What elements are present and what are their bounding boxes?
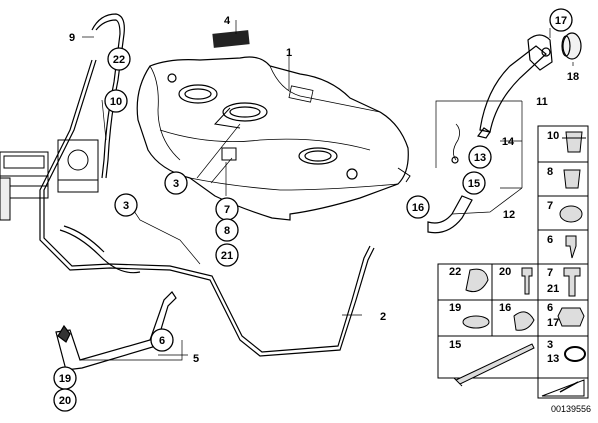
callout-19: 19 — [53, 366, 77, 390]
callout-1: 1 — [286, 47, 292, 59]
cable-tie-part-15 — [453, 343, 535, 387]
callout-label: 16 — [412, 202, 424, 214]
grid-label-8: 8 — [547, 166, 553, 178]
hose-part-16 — [427, 195, 473, 234]
callout-label: 14 — [502, 136, 515, 148]
left-hoses — [39, 13, 375, 357]
callout-label: 12 — [503, 209, 515, 221]
filler-neck — [451, 32, 582, 164]
callout-18: 18 — [567, 71, 579, 83]
callout-5: 5 — [193, 353, 199, 365]
hose-clamp-part-3 — [564, 346, 586, 362]
grid-label-6: 6 — [547, 234, 553, 246]
callout-label: 3 — [173, 178, 179, 190]
clamp-part-22 — [465, 268, 489, 293]
grid-frame — [437, 263, 539, 379]
nut-part-17 — [557, 307, 585, 327]
diagram-id: 00139556 — [551, 404, 591, 414]
clip-part-10 — [562, 131, 586, 153]
callout-label: 15 — [468, 178, 480, 190]
grid-label-21: 21 — [547, 283, 559, 295]
grid-label-7: 7 — [547, 200, 553, 212]
callout-label: 6 — [159, 335, 165, 347]
callout-label: 1 — [286, 47, 292, 59]
grommet-part-8 — [563, 169, 581, 189]
callout-11: 11 — [536, 96, 548, 108]
callout-20: 20 — [53, 388, 77, 412]
callout-label: 21 — [221, 250, 233, 262]
callout-label: 13 — [474, 152, 486, 164]
callout-label: 11 — [536, 96, 548, 108]
callout-6: 6 — [150, 328, 174, 352]
callout-label: 4 — [224, 15, 231, 27]
callout-label: 2 — [380, 311, 386, 323]
leader-lines — [80, 20, 574, 361]
callout-16: 16 — [406, 195, 430, 219]
callout-label: 18 — [567, 71, 579, 83]
washer-part-19 — [462, 315, 490, 329]
screw-part-20 — [521, 267, 533, 295]
grid-label-22: 22 — [449, 266, 461, 278]
callout-label: 19 — [59, 373, 71, 385]
callout-3: 3 — [164, 171, 188, 195]
callout-14: 14 — [502, 136, 515, 148]
grid-label-7: 7 — [547, 267, 553, 279]
callout-label: 7 — [224, 204, 230, 216]
grid-label-10: 10 — [547, 130, 559, 142]
callout-3: 3 — [114, 193, 138, 217]
grid-label-6: 6 — [547, 302, 553, 314]
callout-22: 22 — [107, 47, 131, 71]
grid-label-15: 15 — [449, 339, 461, 351]
grid-label-17: 17 — [547, 317, 559, 329]
bushing-part-7 — [559, 205, 583, 223]
bolt-part-7 — [563, 267, 581, 297]
callout-label: 20 — [59, 395, 71, 407]
callout-17: 17 — [549, 8, 573, 32]
callout-12: 12 — [503, 209, 515, 221]
grid-label-19: 19 — [449, 302, 461, 314]
callout-21: 21 — [215, 243, 239, 267]
clip-part-16 — [513, 311, 535, 331]
filter-assembly — [0, 139, 99, 221]
callout-label: 3 — [123, 200, 129, 212]
pad-part-4 — [212, 30, 250, 48]
grid-label-3: 3 — [547, 339, 553, 351]
callout-10: 10 — [104, 89, 128, 113]
grid-frame — [537, 335, 589, 379]
callout-9: 9 — [69, 32, 75, 44]
rivet-part-6 — [565, 235, 577, 259]
callout-label: 17 — [555, 15, 567, 27]
grid-label-20: 20 — [499, 266, 511, 278]
grid-frame — [537, 125, 589, 337]
callout-2: 2 — [380, 311, 386, 323]
callout-15: 15 — [462, 171, 486, 195]
callout-label: 10 — [110, 96, 122, 108]
grid-label-13: 13 — [547, 353, 559, 365]
grid-label-16: 16 — [499, 302, 511, 314]
callout-13: 13 — [468, 145, 492, 169]
callout-label: 5 — [193, 353, 199, 365]
callout-label: 8 — [224, 225, 230, 237]
parts-grid: 10 8 7 6 7 21 22 20 19 16 6 17 15 3 13 — [437, 125, 589, 399]
callout-8: 8 — [215, 218, 239, 242]
callout-7: 7 — [215, 197, 239, 221]
callout-label: 9 — [69, 32, 75, 44]
callout-4: 4 — [224, 15, 231, 27]
bracket-part-5 — [55, 291, 177, 371]
grid-frame — [537, 377, 589, 399]
reference-arrow-line — [559, 381, 579, 393]
callout-label: 22 — [113, 54, 125, 66]
fuel-tank — [136, 56, 411, 221]
